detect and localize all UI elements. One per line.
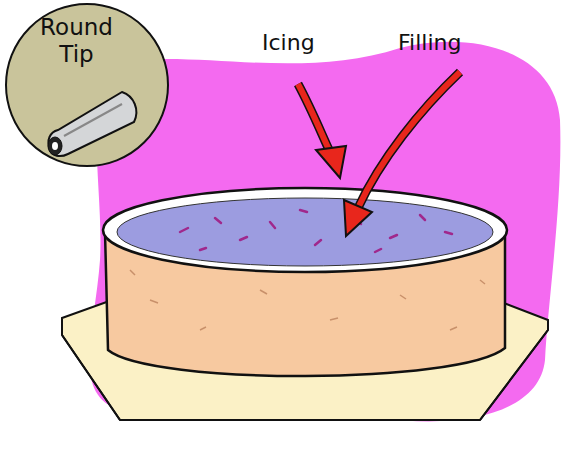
round-tip-symbol	[48, 92, 136, 156]
part-label: Filling	[398, 30, 461, 55]
icing-arrow	[298, 84, 346, 178]
berry-bits	[180, 210, 452, 252]
filling-arrow	[344, 72, 460, 236]
badge-fill	[6, 4, 168, 166]
filling-top	[117, 198, 493, 266]
part-label: Icing	[262, 30, 315, 55]
cake-texture	[130, 270, 485, 330]
tip-name: Round Tip	[24, 14, 129, 68]
tip-badge: Round Tip	[2, 0, 172, 170]
icing-rim	[103, 188, 507, 272]
